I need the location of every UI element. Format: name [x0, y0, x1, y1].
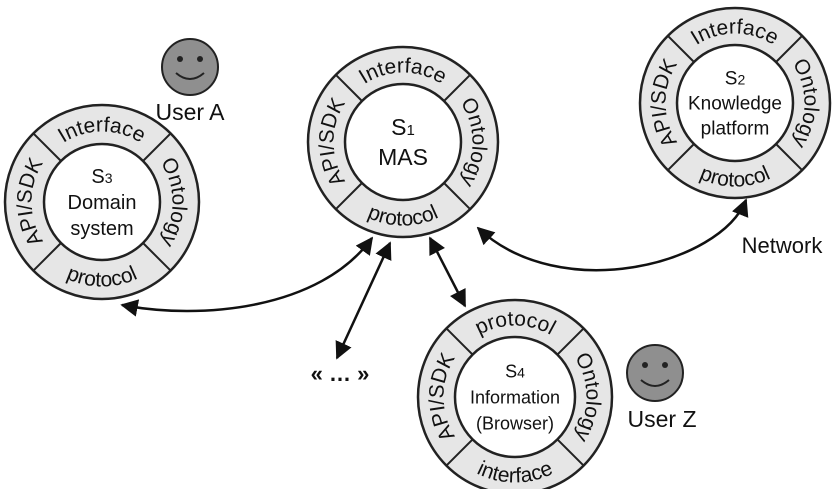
- arrow-s1-ellipsis: [335, 241, 392, 360]
- s4-core: [453, 335, 577, 459]
- s3-segment-divider: [142, 242, 172, 272]
- s2-segment-divider: [667, 143, 695, 171]
- s4-segment-divider: [445, 327, 474, 356]
- ellipsis-label: « … »: [311, 361, 370, 386]
- user-z-label: User Z: [628, 406, 697, 432]
- user-z: User Z: [626, 344, 697, 432]
- s4-segment-divider: [445, 438, 474, 467]
- s2-segment-divider: [775, 35, 803, 63]
- s3-segment-divider: [142, 132, 172, 162]
- s1-segment-divider: [335, 182, 363, 210]
- s2-segment-divider: [667, 35, 695, 63]
- s2-title-line: Knowledge: [688, 94, 782, 115]
- s2-segment-divider: [775, 143, 803, 171]
- s4-title-line: Information: [470, 387, 560, 407]
- s4-segment-divider: [556, 438, 585, 467]
- s3-core: [42, 142, 162, 262]
- s1-name: S1: [391, 114, 415, 140]
- user-z-face-icon: [626, 344, 684, 402]
- s1-segment-divider: [335, 74, 363, 102]
- user-a: User A: [155, 38, 225, 125]
- s2-core: [675, 43, 795, 163]
- s2-name: S2: [725, 69, 746, 90]
- s1-core: [343, 82, 463, 202]
- s3-name: S3: [91, 166, 112, 188]
- arrow-s1-s2: [476, 198, 749, 272]
- s1-segment-divider: [443, 74, 471, 102]
- arrow-s1-s4: [428, 236, 467, 308]
- s3-title-line: Domain: [68, 192, 137, 214]
- connectors: [120, 198, 749, 360]
- s3-title-line: system: [70, 218, 133, 240]
- s3-segment-divider: [32, 132, 62, 162]
- user-a-face-icon: [161, 38, 219, 96]
- s4-title-line: (Browser): [476, 413, 554, 433]
- user-a-label: User A: [155, 99, 225, 125]
- s2-title-line: platform: [701, 119, 770, 140]
- s3-segment-divider: [32, 242, 62, 272]
- system-s2: InterfaceOntologyprotocolAPI/SDKS2Knowle…: [638, 6, 832, 200]
- s4-segment-divider: [556, 327, 585, 356]
- network-label: Network: [742, 233, 824, 258]
- s1-segment-divider: [443, 182, 471, 210]
- s1-title-line: MAS: [378, 144, 428, 170]
- s4-name: S4: [505, 361, 525, 381]
